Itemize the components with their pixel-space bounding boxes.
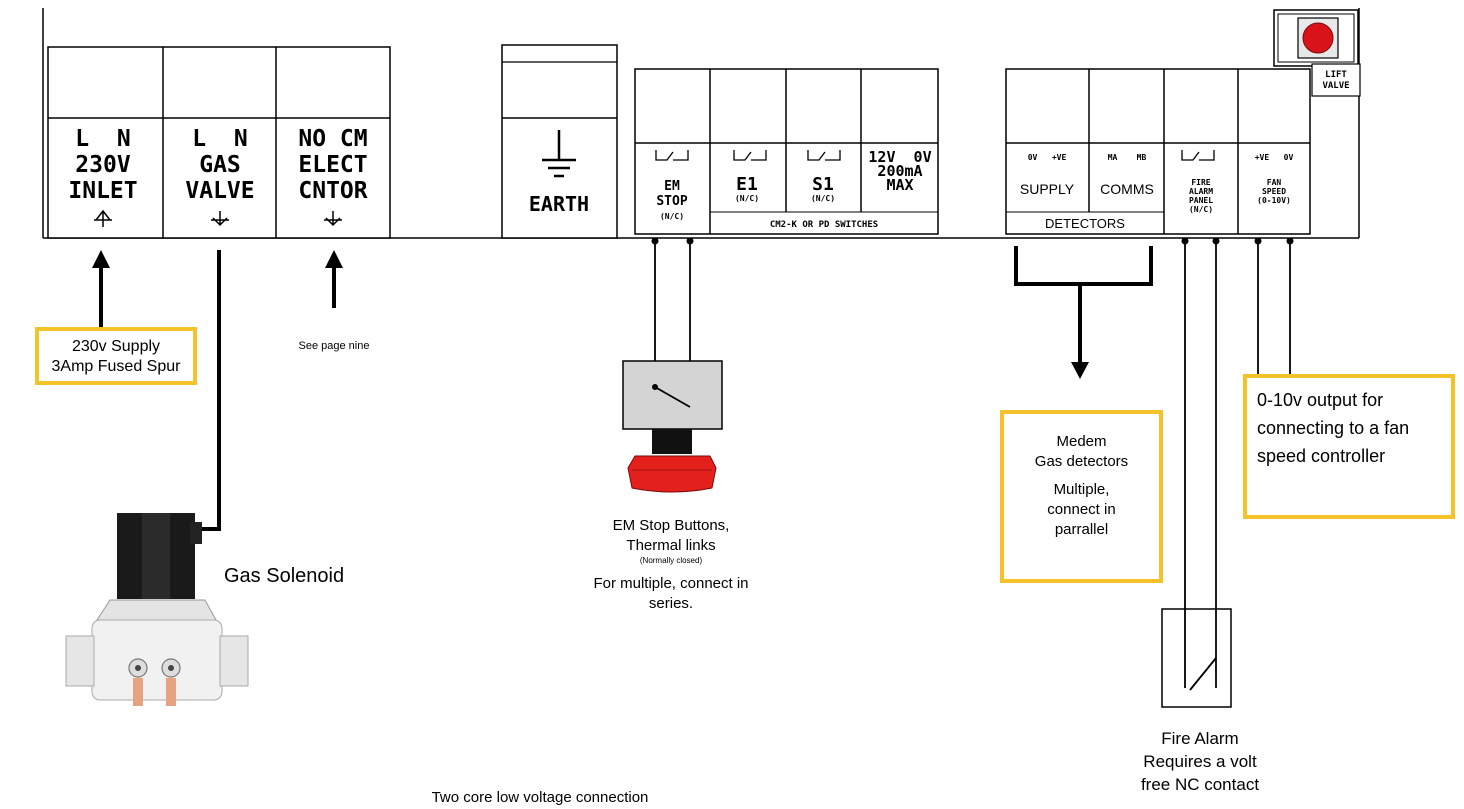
- em-caption-line3: (Normally closed): [639, 556, 703, 565]
- see-page-note: See page nine: [298, 340, 370, 352]
- power-line2: 200mA: [877, 162, 922, 180]
- terminal-gas-line2: GAS: [199, 152, 241, 178]
- terminal-electric-contactor: NO CM ELECT CNTOR: [298, 126, 368, 227]
- s1-nc: (N/C): [811, 194, 835, 203]
- detectors-line1: Medem: [1056, 433, 1107, 450]
- detectors-line3: Multiple,: [1053, 481, 1110, 498]
- detector-terminal-block: 0V +VE SUPPLY MA MB COMMS DETECTORS FIRE…: [1005, 68, 1311, 235]
- comms-label: COMMS: [1100, 181, 1154, 197]
- fire-line4: (N/C): [1189, 205, 1213, 214]
- switch-nc-icon: [655, 150, 689, 161]
- fire-alarm-contact-icon: [1161, 608, 1232, 708]
- terminal-gas-line3: VALVE: [185, 178, 254, 204]
- fan-pins: +VE 0V: [1255, 153, 1294, 162]
- lift-line2: VALVE: [1322, 81, 1349, 91]
- fan-line3: (0-10V): [1257, 196, 1291, 205]
- terminal-230v-inlet: L N 230V INLET: [68, 126, 138, 227]
- red-button-icon: [1302, 22, 1334, 54]
- arrow-head-icon: [325, 250, 343, 268]
- fire-line1: FIRE: [1191, 178, 1210, 187]
- detectors-bracket: [1014, 246, 1153, 286]
- terminal-230v-line2: 230V: [75, 152, 131, 178]
- detectors-label: DETECTORS: [1045, 216, 1125, 231]
- em-caption-line1: EM Stop Buttons,: [612, 517, 730, 534]
- arrow-head-icon: [1071, 362, 1089, 379]
- switches-label: CM2-K OR PD SWITCHES: [770, 220, 878, 230]
- em-stop-line1: EM: [664, 179, 680, 194]
- gas-solenoid-icon: [65, 513, 249, 706]
- comms-pins: MA MB: [1108, 153, 1147, 162]
- gas-valve-wire: [196, 250, 221, 531]
- arrow-head-icon: [92, 250, 110, 268]
- terminal-contactor-line2: ELECT: [298, 152, 367, 178]
- fire-caption-line2: Requires a volt: [1143, 752, 1257, 771]
- terminal-gas-line1: L N: [192, 126, 247, 152]
- terminal-230v-line3: INLET: [68, 178, 137, 204]
- power-line1: 12V 0V: [868, 148, 931, 166]
- em-stop-line2: STOP: [656, 194, 687, 209]
- mains-terminal-block: [47, 46, 391, 239]
- e1-nc: (N/C): [735, 194, 759, 203]
- fan-line2: SPEED: [1262, 187, 1286, 196]
- supply-label: SUPPLY: [1020, 181, 1075, 197]
- low-voltage-terminal-block: EM STOP (N/C) E1 (N/C) S1 (N/C) 12V 0V 2…: [634, 68, 939, 235]
- em-caption-line2: Thermal links: [626, 537, 716, 554]
- arrow-up-icon: [94, 209, 112, 227]
- switch-nc-icon: [807, 150, 841, 161]
- e1-label: E1: [736, 174, 758, 195]
- arrow-down-icon: [324, 211, 342, 227]
- earth-label: EARTH: [529, 192, 589, 216]
- em-stop-button-icon: [622, 360, 723, 493]
- lift-valve-button: LIFT VALVE: [1273, 9, 1361, 97]
- arrow-down-icon: [211, 211, 229, 227]
- detectors-line2: Gas detectors: [1034, 453, 1129, 470]
- fire-line2: ALARM: [1189, 187, 1213, 196]
- fan-box-line2: connecting to a fan: [1257, 418, 1410, 438]
- supply-line1: 230v Supply: [71, 338, 161, 355]
- detectors-info-box: Medem Gas detectors Multiple, connect in…: [1000, 410, 1163, 583]
- em-stop-caption: EM Stop Buttons, Thermal links (Normally…: [582, 516, 760, 614]
- em-caption-line4: For multiple, connect in: [593, 575, 749, 592]
- switch-nc-icon: [733, 150, 767, 161]
- two-core-caption: Two core low voltage connection: [431, 789, 649, 806]
- s1-label: S1: [812, 174, 834, 195]
- fire-line3: PANEL: [1189, 196, 1213, 205]
- ground-icon: [542, 130, 576, 178]
- lift-line1: LIFT: [1325, 70, 1347, 80]
- detectors-line4: connect in: [1047, 501, 1116, 518]
- terminal-contactor-line1: NO CM: [298, 126, 367, 152]
- fan-info-box: 0-10v output for connecting to a fan spe…: [1243, 374, 1455, 519]
- earth-terminal: EARTH: [501, 44, 618, 239]
- switch-nc-icon: [1181, 150, 1215, 161]
- terminal-230v-line1: L N: [75, 126, 130, 152]
- supply-info-box: 230v Supply 3Amp Fused Spur: [35, 327, 197, 385]
- gas-solenoid-label: Gas Solenoid: [224, 565, 345, 587]
- em-caption-line5: series.: [648, 595, 694, 612]
- terminal-contactor-line3: CNTOR: [298, 178, 367, 204]
- fan-box-line3: speed controller: [1257, 446, 1386, 466]
- supply-pins: 0V +VE: [1028, 153, 1067, 162]
- terminal-gas-valve: L N GAS VALVE: [185, 126, 255, 227]
- fire-caption-line1: Fire Alarm: [1161, 729, 1239, 748]
- detectors-line5: parrallel: [1054, 521, 1109, 538]
- fan-line1: FAN: [1267, 178, 1282, 187]
- fan-box-line1: 0-10v output for: [1257, 390, 1384, 410]
- fire-alarm-caption: Fire Alarm Requires a volt free NC conta…: [1120, 727, 1280, 796]
- em-stop-line3: (N/C): [660, 212, 684, 221]
- fire-caption-line3: free NC contact: [1140, 775, 1260, 794]
- supply-line2: 3Amp Fused Spur: [51, 358, 181, 375]
- power-line3: MAX: [886, 176, 913, 194]
